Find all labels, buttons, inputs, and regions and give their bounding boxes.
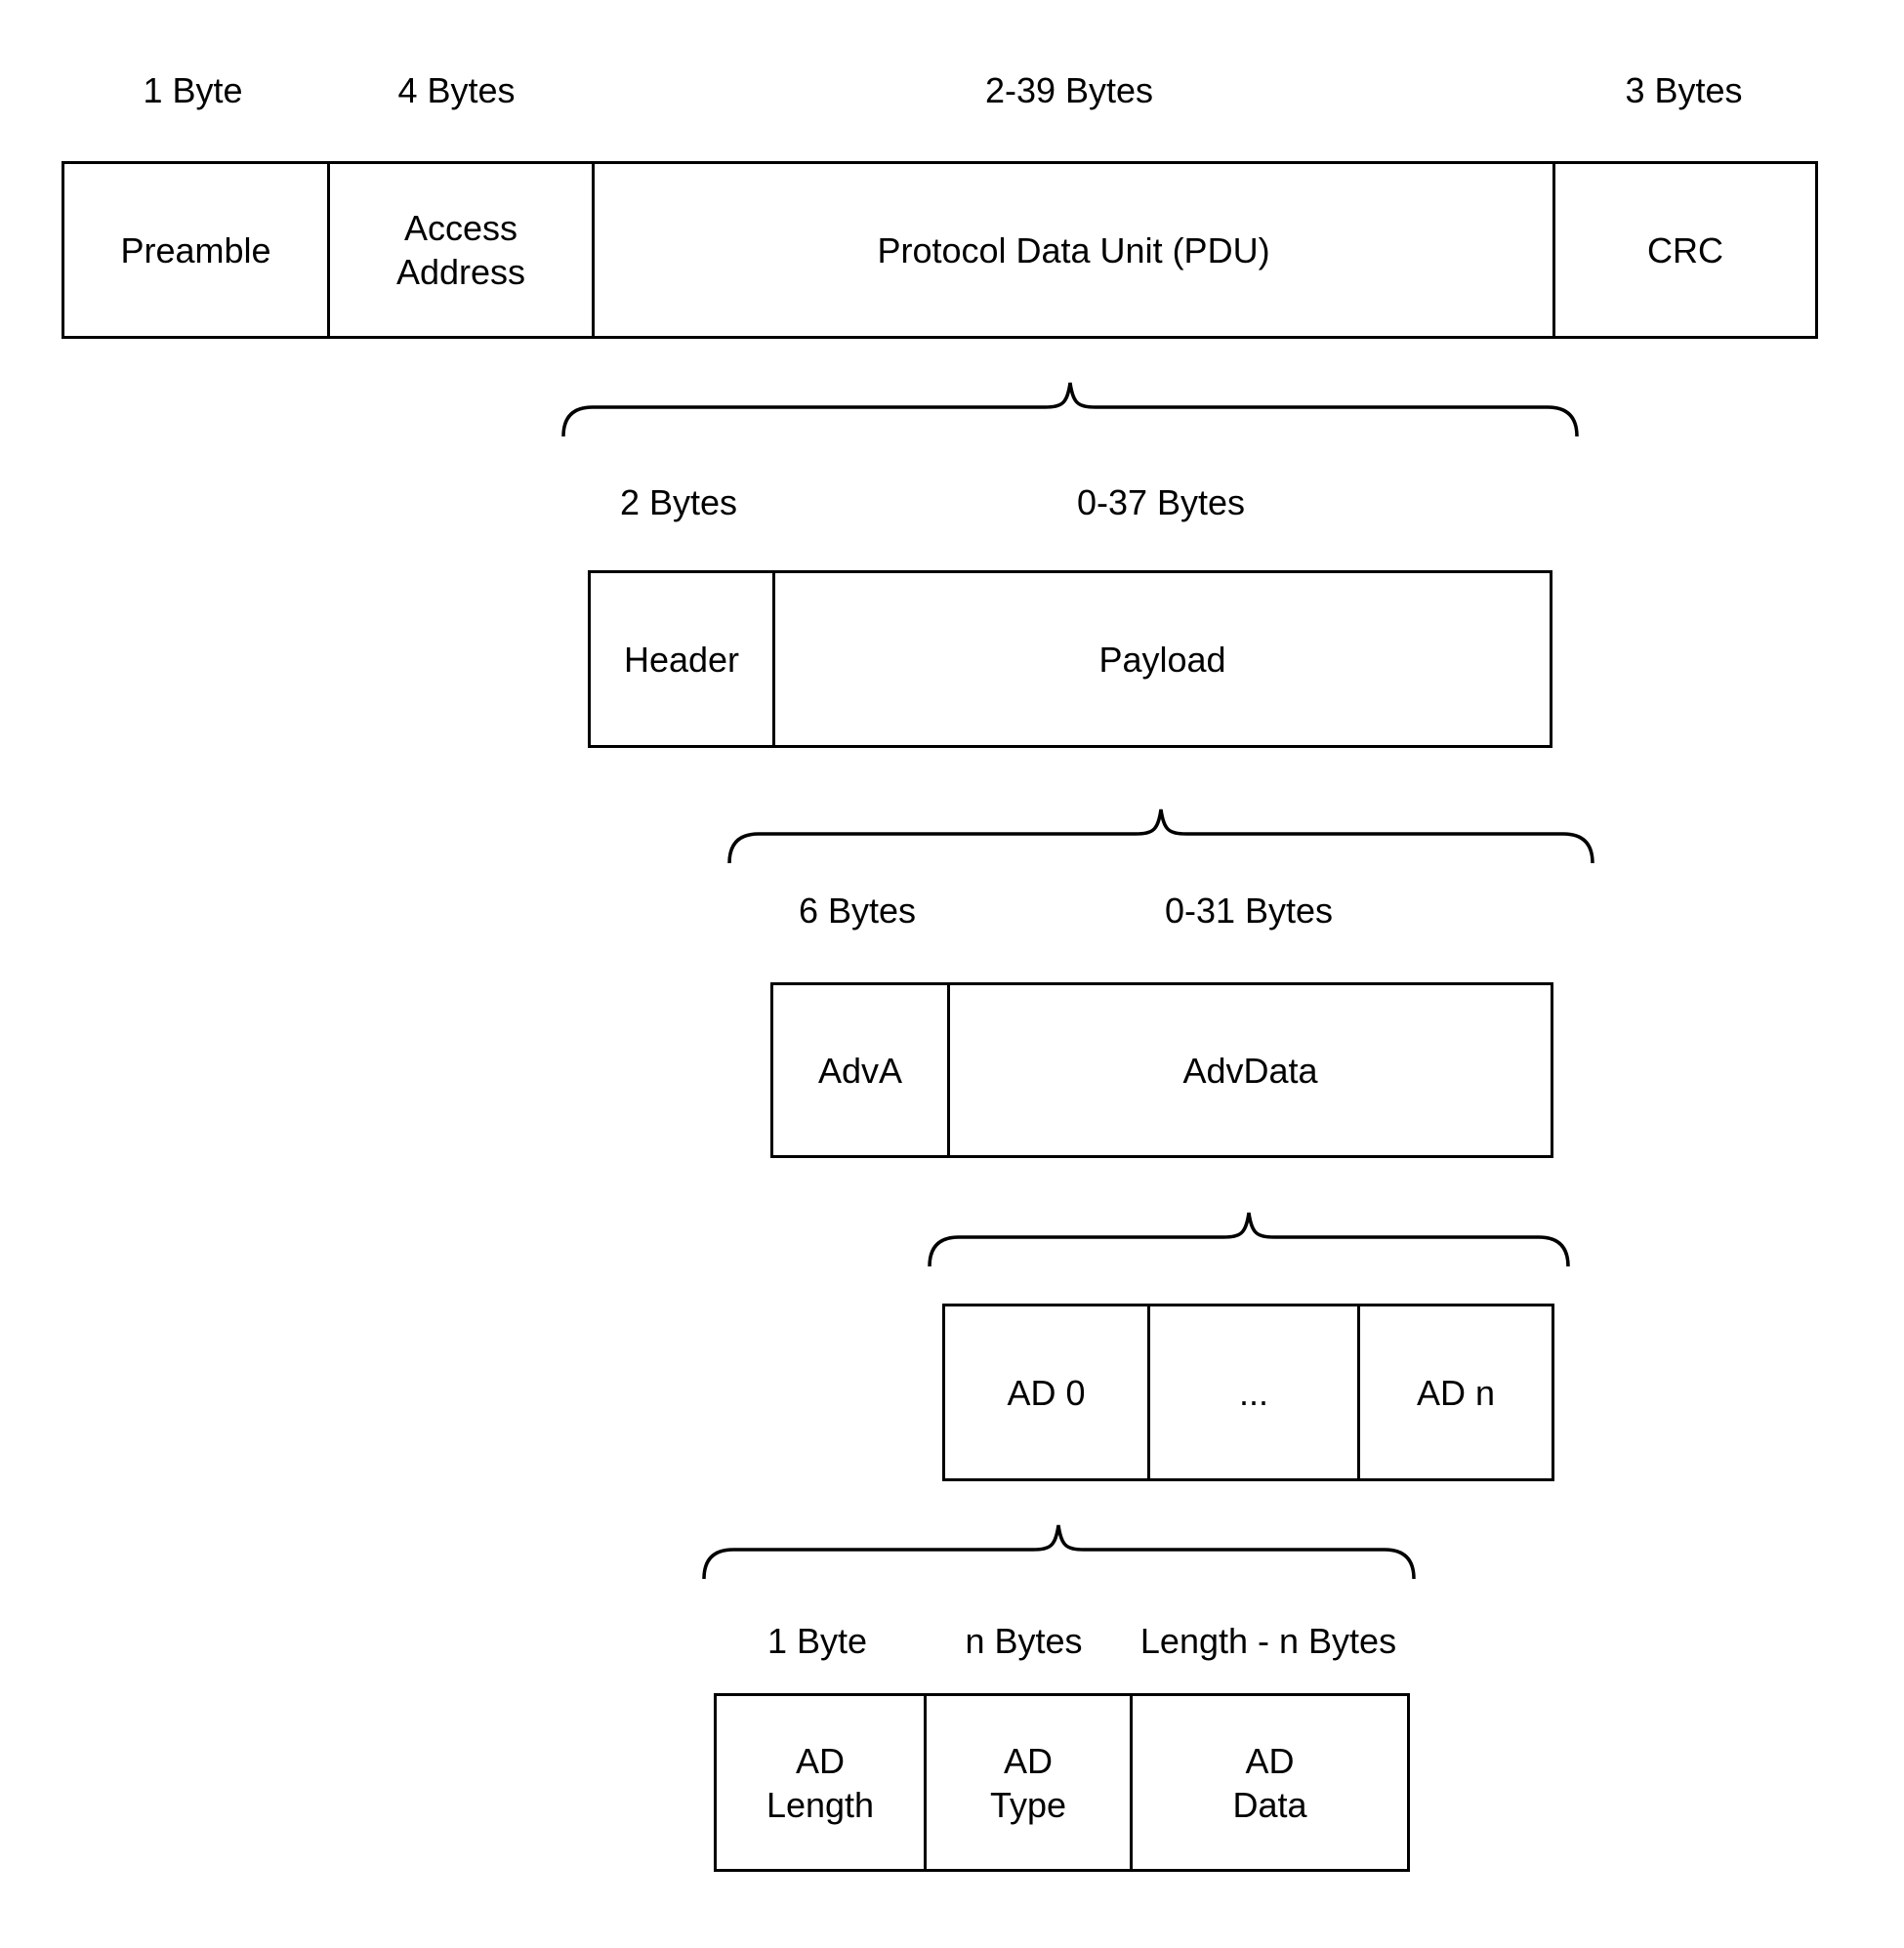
- size-label-ad-type: n Bytes: [965, 1621, 1083, 1661]
- cell-pdu: Protocol Data Unit (PDU): [592, 164, 1552, 336]
- size-label-preamble: 1 Byte: [143, 70, 243, 110]
- size-label-header: 2 Bytes: [619, 482, 738, 522]
- advdata-row-box: AD 0 ... AD n: [942, 1304, 1554, 1481]
- pdu-row-box: Header Payload: [588, 570, 1552, 748]
- ad0-brace-icon: [702, 1524, 1416, 1580]
- cell-ad-length: AD Length: [766, 1740, 875, 1825]
- cell-ad-type: AD Type: [924, 1696, 1130, 1869]
- pdu-brace-icon: [561, 382, 1579, 437]
- cell-header: Header: [623, 639, 740, 680]
- payload-row-box: AdvA AdvData: [770, 982, 1553, 1158]
- ad-structure-row-box: AD Length AD Type AD Data: [714, 1693, 1410, 1872]
- cell-adva: AdvA: [817, 1050, 903, 1091]
- packet-row-box: Preamble Access Address Protocol Data Un…: [62, 161, 1818, 339]
- advdata-brace-icon: [928, 1212, 1570, 1267]
- cell-payload: Payload: [772, 573, 1550, 745]
- cell-ad-ellipsis: ...: [1147, 1306, 1357, 1478]
- size-label-adva: 6 Bytes: [798, 891, 917, 931]
- cell-access-address: Access Address: [327, 164, 592, 336]
- cell-advdata: AdvData: [947, 985, 1551, 1155]
- size-label-ad-data: Length - n Bytes: [1139, 1621, 1397, 1661]
- cell-adn: AD n: [1357, 1306, 1552, 1478]
- payload-brace-icon: [727, 808, 1594, 864]
- size-label-payload: 0-37 Bytes: [1076, 482, 1246, 522]
- size-label-pdu: 2-39 Bytes: [984, 70, 1154, 110]
- cell-ad-data: AD Data: [1130, 1696, 1407, 1869]
- size-label-access-address: 4 Bytes: [397, 70, 516, 110]
- size-label-advdata: 0-31 Bytes: [1164, 891, 1334, 931]
- cell-preamble: Preamble: [120, 229, 271, 270]
- size-label-ad-length: 1 Byte: [766, 1621, 868, 1661]
- size-label-crc: 3 Bytes: [1625, 70, 1743, 110]
- cell-crc: CRC: [1552, 164, 1815, 336]
- cell-ad0: AD 0: [1007, 1372, 1086, 1413]
